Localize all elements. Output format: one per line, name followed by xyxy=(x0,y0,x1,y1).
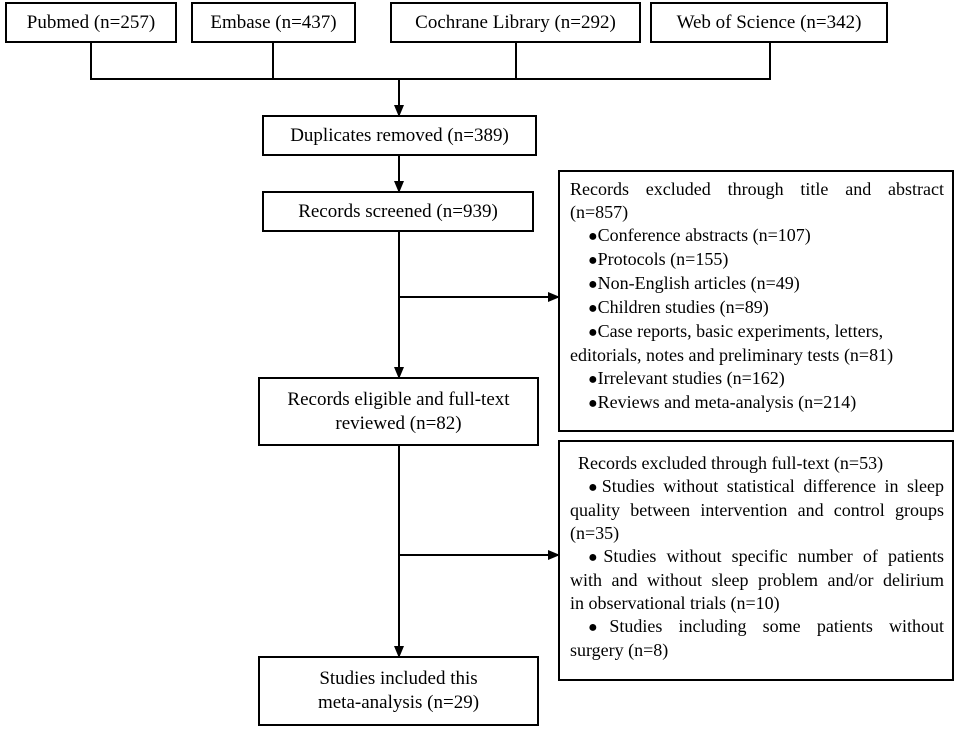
bullet-icon: ● xyxy=(588,228,598,245)
list-item: ●Case reports, basic experiments, letter… xyxy=(588,321,884,341)
bullet-icon: ● xyxy=(588,619,610,636)
excluded-title-abstract-box: Records excluded through title and abstr… xyxy=(558,170,954,432)
source-embase-label: Embase (n=437) xyxy=(210,11,337,33)
included-label-line1: Studies included this xyxy=(319,668,478,689)
list-item: ●Irrelevant studies (n=162) xyxy=(588,368,785,388)
eligible-label-line1: Records eligible and full-text xyxy=(287,388,510,410)
screened-box: Records screened (n=939) xyxy=(262,191,534,232)
included-label-line2: meta-analysis (n=29) xyxy=(317,692,480,713)
bullet-icon: ● xyxy=(588,549,604,566)
bullet-icon: ● xyxy=(588,300,598,317)
excluded-title-count: (n=857) xyxy=(570,202,629,222)
duplicates-label: Duplicates removed (n=389) xyxy=(290,124,509,146)
bullet-icon: ● xyxy=(588,371,598,388)
list-item-continuation: quality between intervention and control… xyxy=(570,500,944,520)
eligible-box: Records eligible and full-text reviewed … xyxy=(258,377,539,446)
source-embase-box: Embase (n=437) xyxy=(191,2,356,43)
source-cochrane-label: Cochrane Library (n=292) xyxy=(415,11,616,33)
source-wos-box: Web of Science (n=342) xyxy=(650,2,888,43)
bullet-icon: ● xyxy=(588,479,602,496)
list-item-continuation: (n=35) xyxy=(570,523,620,543)
list-item-continuation: surgery (n=8) xyxy=(570,640,669,660)
list-item: ●Non-English articles (n=49) xyxy=(588,273,800,293)
excluded-fulltext-heading: Records excluded through full-text (n=53… xyxy=(578,453,884,473)
source-cochrane-box: Cochrane Library (n=292) xyxy=(390,2,641,43)
eligible-label-line2: reviewed (n=82) xyxy=(335,412,462,434)
bullet-icon: ● xyxy=(588,395,598,412)
list-item: ●Studies without specific number of pati… xyxy=(588,546,944,566)
list-item-continuation: in observational trials (n=10) xyxy=(570,593,780,613)
list-item: ●Reviews and meta-analysis (n=214) xyxy=(588,392,857,412)
source-pubmed-label: Pubmed (n=257) xyxy=(26,11,156,33)
bullet-icon: ● xyxy=(588,276,598,293)
bullet-icon: ● xyxy=(588,252,598,269)
list-item: ●Conference abstracts (n=107) xyxy=(588,225,811,245)
excluded-fulltext-box: Records excluded through full-text (n=53… xyxy=(558,440,954,681)
list-item: ●Studies without statistical difference … xyxy=(588,476,944,496)
list-item: ●Protocols (n=155) xyxy=(588,249,729,269)
list-item-continuation: with and without sleep problem and/or de… xyxy=(570,570,944,590)
duplicates-box: Duplicates removed (n=389) xyxy=(262,115,537,156)
list-item: ●Children studies (n=89) xyxy=(588,297,769,317)
list-item: ●Studies including some patients without xyxy=(588,616,945,636)
bullet-icon: ● xyxy=(588,324,598,341)
source-pubmed-box: Pubmed (n=257) xyxy=(5,2,177,43)
source-wos-label: Web of Science (n=342) xyxy=(676,11,862,33)
excluded-title-heading: Records excluded through title and abstr… xyxy=(570,179,944,199)
included-box: Studies included this meta-analysis (n=2… xyxy=(258,656,539,726)
screened-label: Records screened (n=939) xyxy=(298,200,498,222)
list-item-continuation: editorials, notes and preliminary tests … xyxy=(570,345,894,365)
